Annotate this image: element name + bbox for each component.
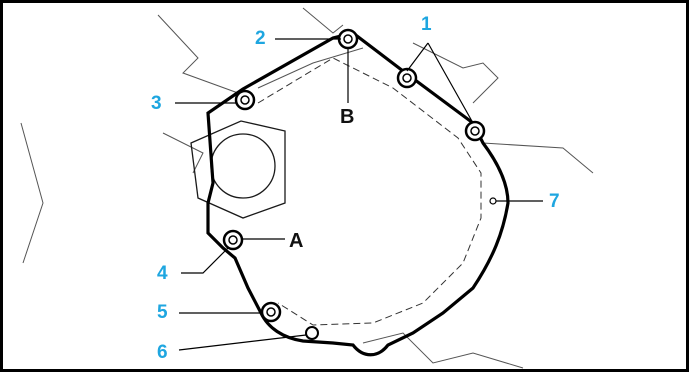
callout-4: 4 [157, 263, 168, 284]
bolt-2 [337, 28, 359, 50]
callout-A: A [289, 230, 304, 252]
hole-7 [489, 197, 497, 205]
callout-2: 2 [255, 28, 266, 49]
background-linework [20, 7, 594, 369]
engine-cover-drawing [20, 7, 594, 369]
callout-5: 5 [157, 302, 168, 323]
callout-B: B [340, 106, 355, 128]
plug-6 [305, 326, 319, 340]
leader-lines [175, 38, 543, 351]
bolt-1a [396, 67, 418, 89]
bolt-1b [464, 120, 486, 142]
callout-6: 6 [157, 342, 168, 363]
inner-dashed-line [257, 57, 482, 326]
callout-3: 3 [151, 93, 162, 114]
callout-7: 7 [549, 191, 560, 212]
bolts [222, 28, 486, 323]
cover-outline [206, 31, 510, 357]
callout-1: 1 [421, 14, 432, 35]
bolt-4 [222, 229, 244, 251]
bolt-3 [234, 89, 256, 111]
bolt-5 [260, 301, 282, 323]
starter-motor [190, 120, 286, 219]
